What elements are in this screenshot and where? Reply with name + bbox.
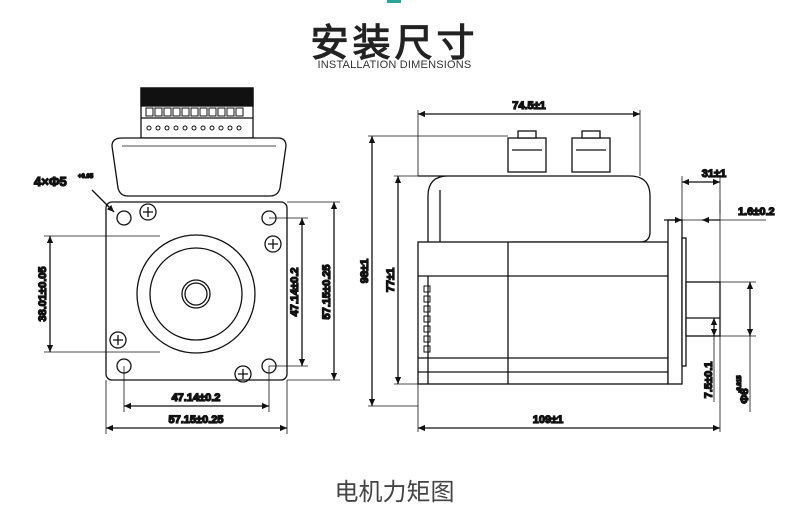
dim-flange-thickness-label: 1.6±0.2 xyxy=(738,206,775,218)
dim-total-height-label: 98±1 xyxy=(359,259,371,283)
screw-icon xyxy=(109,331,127,349)
title-accent-bar xyxy=(387,0,401,3)
motor-body xyxy=(417,241,669,385)
mounting-hole xyxy=(116,210,132,226)
dim-pilot-label: 38.01±0.05 xyxy=(37,267,49,322)
dim-shaft-length-label: 31±1 xyxy=(702,168,726,180)
page-subtitle: INSTALLATION DIMENSIONS xyxy=(317,59,472,71)
dim-bolt-pitch-v-label: 47.14±0.2 xyxy=(289,268,301,317)
dim-body-height-label: 77±1 xyxy=(385,268,397,292)
dim-bolt-pitch-h-label: 47.14±0.2 xyxy=(172,392,221,404)
front-flange xyxy=(667,219,683,385)
dim-flat-label: 7.5±0.1 xyxy=(703,362,715,399)
top-connector xyxy=(571,130,611,173)
hole-callout-label: 4×Φ5 xyxy=(34,174,67,189)
dim-flange-h-label: 57.15±0.25 xyxy=(169,414,224,426)
top-connector xyxy=(507,130,547,173)
screw-icon xyxy=(234,365,252,383)
front-view xyxy=(44,87,340,434)
motor-flange xyxy=(105,201,288,381)
terminal-connector xyxy=(140,87,254,139)
shaft-end xyxy=(181,279,211,309)
driver-housing xyxy=(111,137,287,197)
screw-icon xyxy=(264,235,282,253)
figure-caption: 电机力矩图 xyxy=(334,478,455,506)
hole-callout-tolerance: +0.05 xyxy=(78,174,94,180)
page-title: 安装尺寸 xyxy=(310,21,479,65)
dim-overall-length-label: 109±1 xyxy=(533,414,564,426)
dim-top-length-label: 74.5±1 xyxy=(512,100,546,112)
side-view xyxy=(368,110,766,432)
dim-flange-v-label: 57.15±0.25 xyxy=(321,265,333,320)
output-shaft xyxy=(685,281,721,337)
dim-shaft-dia-label: Φ8 xyxy=(739,388,751,403)
screw-icon xyxy=(139,203,157,221)
pilot-boss xyxy=(136,234,256,354)
dim-shaft-dia-tolerance: -0.015 xyxy=(737,375,743,393)
